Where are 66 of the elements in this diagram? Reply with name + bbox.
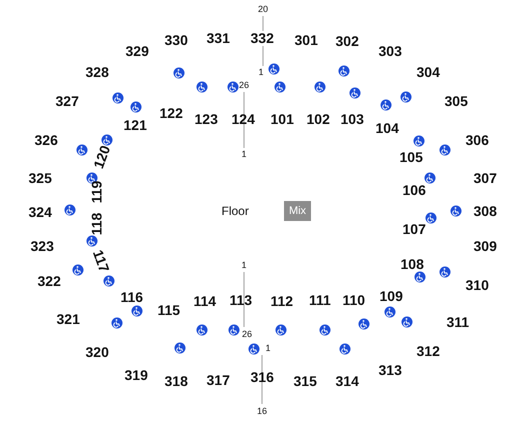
mix-position-box: Mix bbox=[284, 201, 311, 221]
section-number: 107 bbox=[402, 222, 426, 236]
section-number: 102 bbox=[306, 112, 330, 126]
section-number: 316 bbox=[250, 370, 274, 384]
section-number: 303 bbox=[378, 44, 402, 58]
section-number: 103 bbox=[340, 112, 364, 126]
section-number: 309 bbox=[474, 239, 497, 253]
section-number: 325 bbox=[28, 171, 52, 185]
section-number: 320 bbox=[86, 345, 109, 359]
row-number: 1 bbox=[242, 150, 247, 158]
section-number: 110 bbox=[342, 293, 366, 307]
section-number: 104 bbox=[376, 121, 399, 135]
section-number: 326 bbox=[34, 133, 58, 147]
section-number: 109 bbox=[380, 289, 403, 303]
row-number: 1 bbox=[242, 260, 247, 270]
section-number: 111 bbox=[309, 293, 331, 307]
section-number: 314 bbox=[336, 374, 359, 388]
section-number: 329 bbox=[126, 44, 149, 58]
section-number: 330 bbox=[164, 33, 188, 47]
section-number: 312 bbox=[416, 344, 440, 358]
section-number: 302 bbox=[336, 34, 359, 48]
section-number: 119 bbox=[88, 180, 103, 204]
section-number: 331 bbox=[206, 31, 230, 45]
section-number: 301 bbox=[294, 33, 318, 47]
section-number: 305 bbox=[444, 94, 468, 108]
section-number: 310 bbox=[466, 278, 489, 292]
section-number: 322 bbox=[38, 274, 61, 288]
section-number: 122 bbox=[160, 106, 183, 120]
section-number: 124 bbox=[232, 112, 255, 126]
section-number: 101 bbox=[270, 112, 294, 126]
row-number: 1 bbox=[258, 68, 264, 76]
section-number: 114 bbox=[194, 294, 216, 308]
section-number: 117 bbox=[90, 248, 112, 274]
section-number: 308 bbox=[474, 204, 497, 218]
section-number: 106 bbox=[402, 183, 426, 197]
section-number: 115 bbox=[158, 303, 180, 317]
section-number: 113 bbox=[230, 293, 252, 307]
section-number: 313 bbox=[378, 363, 402, 377]
row-number: 26 bbox=[239, 80, 250, 90]
section-number: 327 bbox=[56, 94, 79, 108]
section-number: 318 bbox=[164, 374, 188, 388]
section-number: 306 bbox=[466, 133, 489, 147]
section-number: 123 bbox=[194, 112, 218, 126]
section-number: 118 bbox=[88, 212, 103, 236]
section-number: 307 bbox=[474, 171, 497, 185]
section-number: 120 bbox=[90, 144, 112, 170]
row-number: 1 bbox=[266, 344, 271, 352]
section-number: 317 bbox=[206, 373, 230, 387]
section-number: 319 bbox=[124, 368, 148, 382]
section-number: 332 bbox=[250, 31, 274, 45]
section-number: 121 bbox=[124, 118, 147, 132]
row-number: 26 bbox=[242, 330, 252, 338]
section-number: 328 bbox=[86, 65, 109, 79]
section-number: 116 bbox=[120, 290, 144, 304]
section-number: 112 bbox=[270, 294, 294, 308]
row-number: 16 bbox=[257, 406, 268, 416]
section-number: 315 bbox=[294, 374, 317, 388]
row-number: 20 bbox=[258, 4, 268, 14]
section-number: 324 bbox=[28, 205, 52, 219]
section-number: 323 bbox=[30, 239, 54, 253]
section-number: 311 bbox=[446, 315, 470, 329]
section-number: 304 bbox=[416, 65, 440, 79]
section-number: 108 bbox=[400, 257, 424, 271]
section-number: 321 bbox=[56, 312, 80, 326]
section-number: 105 bbox=[400, 150, 423, 164]
floor-label: Floor bbox=[222, 205, 249, 217]
